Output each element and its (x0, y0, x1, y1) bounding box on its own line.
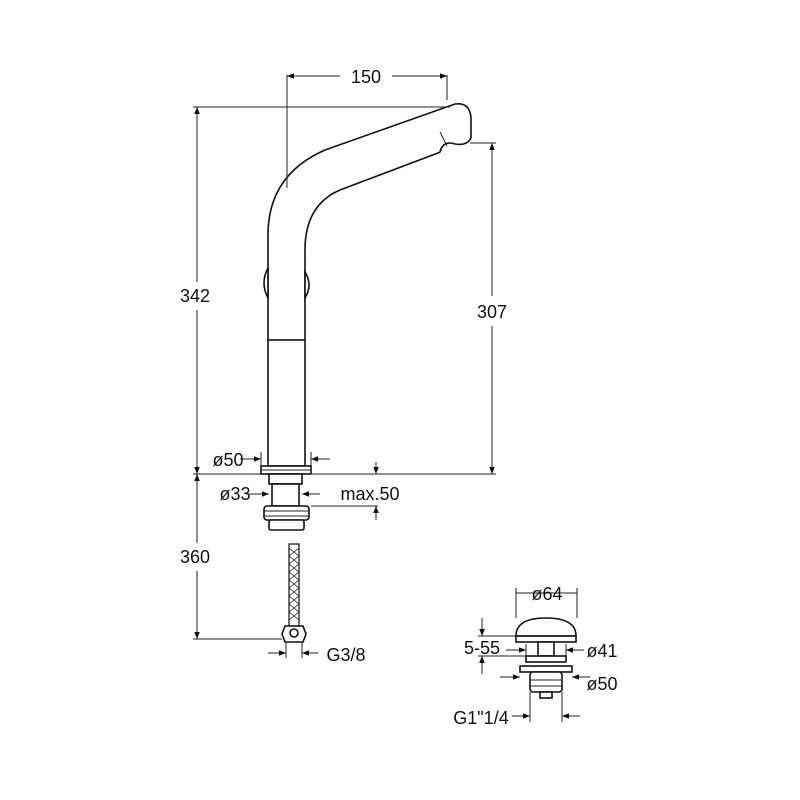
faucet-dimensions: 150 342 307 ø50 ø33 max.50 360 (180, 67, 507, 665)
faucet-column (267, 339, 306, 467)
faucet-spout (267, 102, 472, 341)
dim-total-height: 342 (180, 286, 210, 306)
dim-waste-thread: G1"1/4 (453, 708, 508, 728)
handle-left (263, 267, 269, 299)
dim-cap-diameter: ø64 (531, 584, 562, 604)
dim-body-diameter: ø41 (586, 641, 617, 661)
dim-max-thickness: max.50 (340, 484, 399, 504)
faucet-shank (268, 473, 303, 485)
waste-stem (537, 641, 555, 657)
dim-under-height: 360 (180, 547, 210, 567)
waste-dimensions: ø64 5-55 ø41 ø50 G1"1/4 (453, 584, 617, 728)
dim-spout-reach: 150 (351, 67, 381, 87)
dim-hose-thread: G3/8 (326, 645, 365, 665)
dim-base-diameter: ø50 (212, 450, 243, 470)
waste-flange (519, 665, 573, 673)
dim-spout-height: 307 (477, 302, 507, 322)
dim-adjust-range: 5-55 (464, 638, 500, 658)
faucet-body (260, 102, 472, 643)
handle-right (304, 269, 310, 301)
waste-valve (515, 617, 577, 699)
dim-flange-diameter: ø50 (586, 674, 617, 694)
waste-cap (515, 617, 577, 637)
waste-body (525, 655, 567, 663)
dim-shank-diameter: ø33 (219, 484, 250, 504)
mounting-nut (263, 505, 310, 521)
